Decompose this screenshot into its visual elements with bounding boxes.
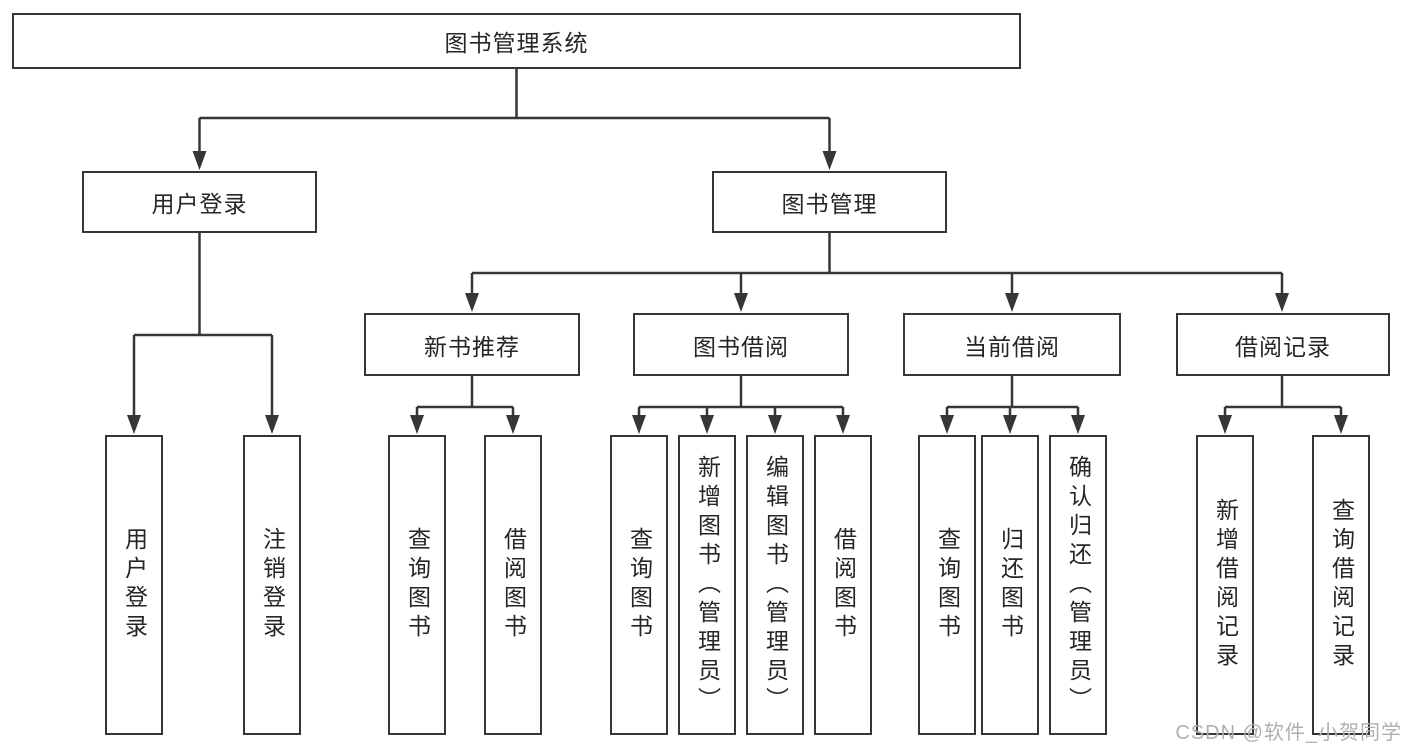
- node-label: 图书管理系统: [444, 30, 589, 56]
- watermark-text: CSDN @软件_小贺同学: [1175, 722, 1402, 744]
- leaf-current-query-books: 查询图书: [918, 435, 976, 735]
- node-book-borrowing: 图书借阅: [633, 313, 849, 376]
- leaf-confirm-return-admin: 确认归还（管理员）: [1049, 435, 1107, 735]
- node-user-login: 用户登录: [82, 171, 317, 233]
- node-label: 查询图书: [626, 527, 653, 643]
- node-label: 用户登录: [121, 527, 148, 643]
- leaf-newbook-borrow-books: 借阅图书: [484, 435, 542, 735]
- node-borrowing-records: 借阅记录: [1176, 313, 1390, 376]
- node-label: 借阅图书: [830, 527, 857, 643]
- node-book-management: 图书管理: [712, 171, 947, 233]
- node-label: 当前借阅: [964, 333, 1060, 360]
- leaf-return-book: 归还图书: [981, 435, 1039, 735]
- leaf-query-borrow-record: 查询借阅记录: [1312, 435, 1370, 735]
- node-label: 用户登录: [151, 191, 248, 217]
- node-library-management-system: 图书管理系统: [12, 13, 1021, 69]
- node-label: 注销登录: [259, 527, 286, 643]
- node-label: 图书借阅: [693, 333, 789, 360]
- node-new-book-recommend: 新书推荐: [364, 313, 580, 376]
- node-label: 编辑图书（管理员）: [762, 454, 789, 716]
- node-label: 确认归还（管理员）: [1065, 454, 1092, 716]
- node-label: 新增图书（管理员）: [694, 454, 721, 716]
- leaf-borrow-book: 借阅图书: [814, 435, 872, 735]
- node-label: 新增借阅记录: [1212, 498, 1239, 672]
- leaf-logout: 注销登录: [243, 435, 301, 735]
- node-label: 查询图书: [404, 527, 431, 643]
- node-current-borrowing: 当前借阅: [903, 313, 1121, 376]
- leaf-newbook-query-books: 查询图书: [388, 435, 446, 735]
- leaf-borrow-query-books: 查询图书: [610, 435, 668, 735]
- leaf-user-login: 用户登录: [105, 435, 163, 735]
- leaf-add-borrow-record: 新增借阅记录: [1196, 435, 1254, 735]
- node-label: 归还图书: [997, 527, 1024, 643]
- leaf-add-book-admin: 新增图书（管理员）: [678, 435, 736, 735]
- node-label: 图书管理: [781, 191, 878, 217]
- node-label: 查询借阅记录: [1328, 498, 1355, 672]
- node-label: 借阅记录: [1235, 333, 1331, 360]
- node-label: 查询图书: [934, 527, 961, 643]
- node-label: 新书推荐: [424, 333, 520, 360]
- leaf-edit-book-admin: 编辑图书（管理员）: [746, 435, 804, 735]
- node-label: 借阅图书: [500, 527, 527, 643]
